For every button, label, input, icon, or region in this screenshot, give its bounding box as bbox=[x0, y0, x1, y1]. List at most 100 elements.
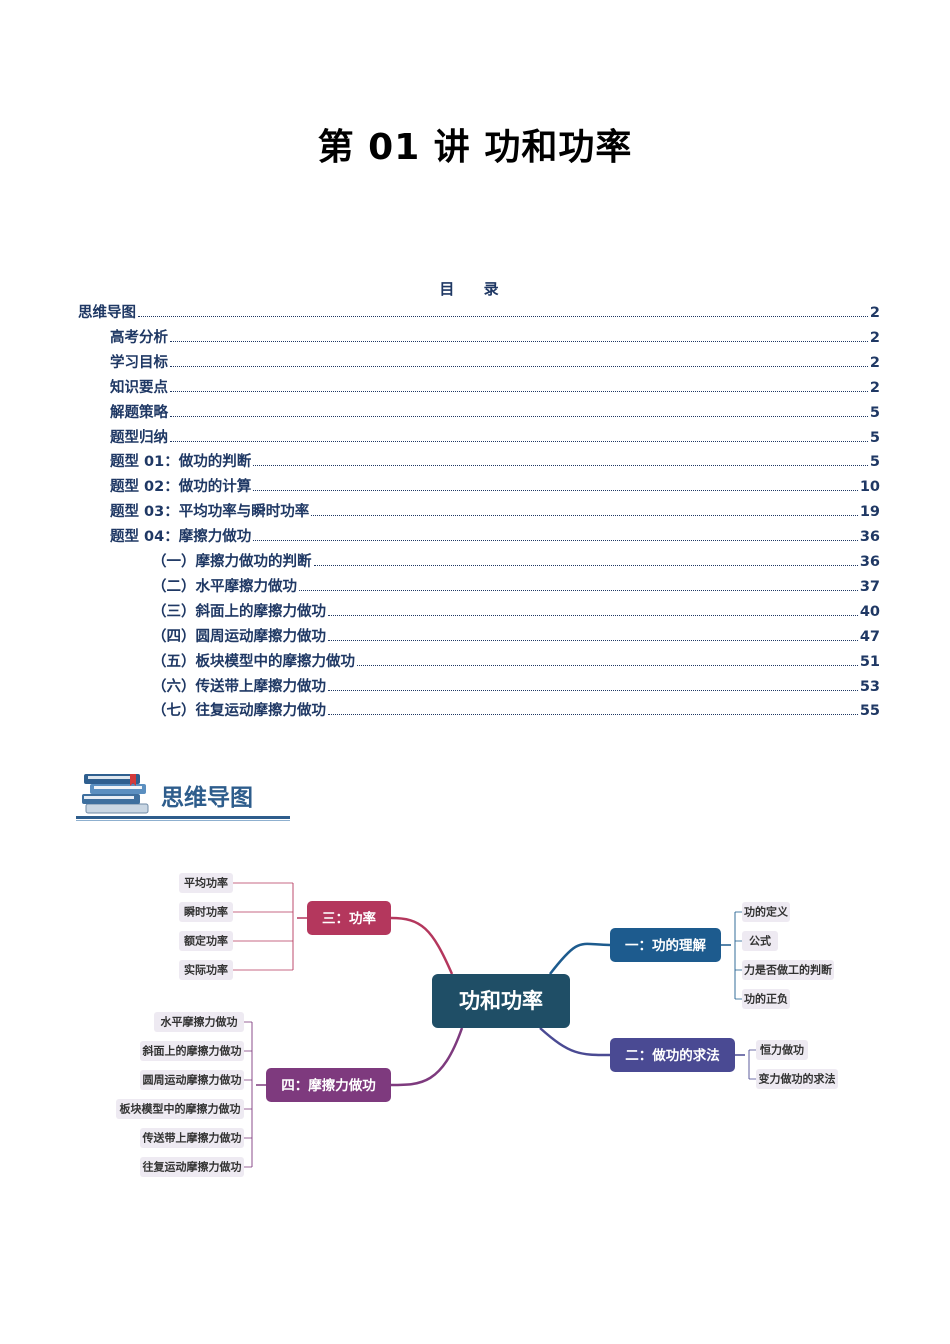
mindmap-connector bbox=[539, 1027, 611, 1057]
toc-entry-label: 题型 01：做功的判断 bbox=[110, 454, 252, 471]
toc-leader-dots bbox=[253, 464, 868, 467]
toc-entry-page: 5 bbox=[869, 454, 880, 471]
toc-entry-page: 36 bbox=[859, 529, 880, 546]
mindmap-connector bbox=[390, 916, 454, 975]
toc-entry[interactable]: 学习目标 2 bbox=[110, 351, 880, 372]
toc-entry[interactable]: 题型 01：做功的判断 5 bbox=[110, 450, 880, 471]
toc-leader-dots bbox=[328, 689, 858, 691]
toc-entry-page: 2 bbox=[869, 354, 880, 371]
toc-entry-page: 2 bbox=[869, 305, 880, 321]
mindmap-branch-node bbox=[266, 1068, 391, 1102]
mindmap-leaf-label: 板块模型中的摩擦力做功 bbox=[120, 1102, 241, 1116]
toc-entry-label: 题型 02：做功的计算 bbox=[110, 479, 252, 496]
mindmap-leaf-node bbox=[154, 1012, 244, 1032]
section-rule-thin bbox=[76, 820, 290, 821]
mindmap-leaf-node bbox=[179, 931, 233, 951]
mindmap-connector bbox=[549, 942, 611, 975]
toc-entry-label: （一）摩擦力做功的判断 bbox=[152, 554, 312, 570]
toc-entry-label: 解题策略 bbox=[110, 404, 168, 421]
toc-leader-dots bbox=[170, 340, 868, 342]
mindmap-leaf-node bbox=[140, 1157, 244, 1177]
toc-entry-label: （六）传送带上摩擦力做功 bbox=[152, 678, 326, 695]
mindmap-connector bbox=[390, 1027, 464, 1087]
mindmap-leaf-node bbox=[742, 989, 790, 1009]
mindmap-leaf-label: 功的定义 bbox=[744, 905, 789, 919]
toc-leader-dots bbox=[170, 415, 868, 417]
section-banner: 思维导图 bbox=[76, 768, 292, 822]
toc-heading: 目 录 bbox=[439, 280, 511, 298]
toc-entry[interactable]: 题型归纳 5 bbox=[110, 426, 880, 447]
mindmap-leaf-label: 变力做功的求法 bbox=[759, 1072, 836, 1086]
section-label: 思维导图 bbox=[161, 785, 253, 811]
toc-entry[interactable]: （四）圆周运动摩擦力做功 47 bbox=[152, 625, 880, 646]
mindmap-leaf-node bbox=[140, 1128, 244, 1148]
toc-entry[interactable]: 题型 02：做功的计算 10 bbox=[110, 475, 880, 496]
toc-entry-page: 40 bbox=[859, 603, 880, 620]
mindmap-center-label: 功和功率 bbox=[459, 989, 543, 1013]
toc-entry-page: 51 bbox=[859, 653, 880, 670]
mindmap-leaf-label: 圆周运动摩擦力做功 bbox=[143, 1073, 242, 1087]
mindmap-leaf-node bbox=[140, 1041, 244, 1061]
toc-entry[interactable]: 题型 04：摩擦力做功 36 bbox=[110, 525, 880, 546]
toc-entry-page: 47 bbox=[859, 628, 880, 645]
toc-entry-page: 55 bbox=[859, 703, 880, 720]
mindmap-branch-node bbox=[610, 928, 721, 962]
toc-entry-page: 2 bbox=[869, 379, 880, 396]
mindmap-leaf-node bbox=[116, 1099, 244, 1119]
toc-leader-dots bbox=[253, 539, 858, 542]
toc-entry-label: 题型 03：平均功率与瞬时功率 bbox=[110, 504, 310, 521]
mindmap-leaf-node bbox=[140, 1070, 244, 1090]
mindmap-leaf-node bbox=[179, 873, 233, 893]
mindmap-branch-label: 二：做功的求法 bbox=[625, 1047, 720, 1064]
toc-entry-page: 37 bbox=[859, 578, 880, 595]
toc-leader-dots bbox=[170, 390, 868, 392]
mindmap-leaf-label: 实际功率 bbox=[184, 963, 228, 977]
toc-entry-page: 10 bbox=[859, 479, 880, 496]
toc-entry-page: 5 bbox=[869, 429, 880, 446]
mindmap-leaf-node bbox=[756, 1069, 838, 1089]
toc-leader-dots bbox=[313, 564, 858, 566]
toc-entry[interactable]: 思维导图 2 bbox=[78, 301, 880, 322]
toc-leader-dots bbox=[311, 514, 858, 517]
toc-entry-label: （四）圆周运动摩擦力做功 bbox=[152, 628, 326, 645]
books-icon bbox=[82, 774, 149, 814]
mindmap-leaf-label: 平均功率 bbox=[184, 876, 228, 890]
mindmap-leaf-label: 水平摩擦力做功 bbox=[161, 1015, 238, 1029]
toc-entry-label: 题型归纳 bbox=[110, 429, 168, 446]
mindmap-leaf-label: 公式 bbox=[749, 934, 771, 948]
mindmap-leaf-node bbox=[756, 1040, 808, 1060]
toc-leader-dots bbox=[253, 489, 858, 492]
toc-entry-label: 题型 04：摩擦力做功 bbox=[110, 529, 252, 546]
mindmap-leaf-label: 力是否做工的判断 bbox=[744, 963, 832, 977]
toc-entry-page: 53 bbox=[859, 678, 880, 695]
toc-leader-dots bbox=[138, 315, 868, 317]
toc-entry-page: 2 bbox=[869, 329, 880, 346]
toc-entry-label: 学习目标 bbox=[110, 354, 168, 371]
toc-entry-label: 思维导图 bbox=[78, 305, 136, 321]
mindmap-leaf-node bbox=[742, 902, 790, 922]
mindmap-branch-node bbox=[610, 1038, 735, 1072]
toc-leader-dots bbox=[328, 639, 858, 641]
document-title: 第 01 讲 功和功率 bbox=[317, 127, 633, 168]
toc-entry-label: （五）板块模型中的摩擦力做功 bbox=[152, 653, 355, 670]
toc-entry[interactable]: （六）传送带上摩擦力做功 53 bbox=[152, 675, 880, 696]
toc-leader-dots bbox=[357, 664, 858, 666]
toc-leader-dots bbox=[299, 589, 858, 591]
toc-entry[interactable]: （二）水平摩擦力做功 37 bbox=[152, 575, 880, 596]
section-rule bbox=[76, 816, 290, 819]
mindmap-branch-label: 四：摩擦力做功 bbox=[281, 1077, 376, 1094]
toc-leader-dots bbox=[328, 614, 858, 616]
toc-entry[interactable]: （五）板块模型中的摩擦力做功 51 bbox=[152, 650, 880, 671]
mindmap-branch-label: 三：功率 bbox=[322, 910, 376, 927]
mindmap-leaf-node bbox=[179, 902, 233, 922]
toc-leader-dots bbox=[328, 713, 858, 716]
mindmap-leaf-node bbox=[179, 960, 233, 980]
toc-entry-label: （二）水平摩擦力做功 bbox=[152, 578, 297, 595]
